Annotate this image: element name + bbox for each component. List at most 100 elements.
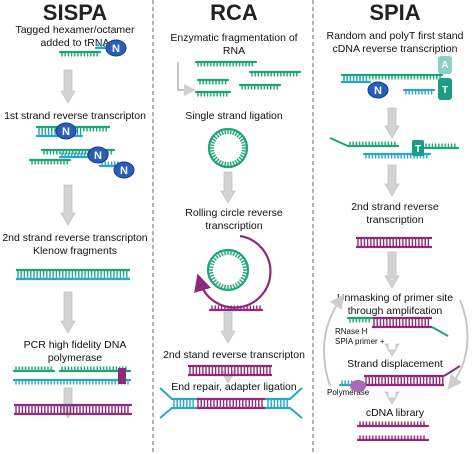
title-rca: RCA (210, 0, 258, 25)
sispa-step-4-line-2: polymerase (47, 351, 103, 364)
sispa-step-1-line-2: added to tRNA (40, 36, 110, 49)
sispa-step-2-line-1: 1st strand reverse transcripton (4, 110, 146, 122)
spia-step-4-line-1: Strand displacement (347, 358, 443, 370)
t-marker-text: T (442, 85, 448, 96)
spia-rna-right (422, 143, 460, 150)
n-marker-text: N (120, 165, 128, 177)
spia-arrow-5 (384, 391, 400, 405)
spia-arrow-1 (384, 107, 400, 139)
spia-library-strand-1 (356, 421, 430, 428)
rolling-circle-product (194, 234, 272, 309)
spia-polyt-a-block (438, 56, 452, 74)
sispa-step-4-label: PCR high fidelity DNA polymerase (0, 339, 150, 364)
sispa-amplicon (14, 403, 132, 416)
spia-step-3-line-2: through amplifcation (347, 304, 443, 317)
rca-step-4-line-1: 2nd stand reverse transcripton (163, 349, 305, 361)
rca-step-1-line-2: RNA (222, 44, 246, 57)
spia-arrow-2 (384, 164, 400, 197)
spia-step-1-label: Random and polyT first stand cDNA revers… (316, 30, 474, 55)
sispa-step-4-line-1: PCR high fidelity DNA (23, 339, 127, 351)
spia-step-3-label: Unmasking of primer site through amplifc… (316, 292, 474, 317)
spia-cycle-arrow-left (323, 294, 345, 387)
sispa-cdna-2 (58, 152, 92, 159)
rca-step-5-label: End repair, adapter ligation (157, 381, 311, 394)
spia-step-2-label: 2nd strand reverse transcription (316, 201, 474, 226)
spia-rna-bend (329, 137, 349, 147)
spia-rna-tail (346, 141, 400, 148)
fragmentation-arrow (177, 62, 196, 96)
rca-fragment-4 (238, 83, 282, 90)
spia-step-2-line-2: transcription (366, 213, 424, 226)
spia-arrow-3 (384, 251, 400, 289)
spia-unmasked-ds (372, 316, 432, 329)
rca-arrow-1 (220, 171, 236, 204)
n-marker-text: N (374, 85, 382, 97)
spia-step-2-line-1: 2nd strand reverse (351, 201, 439, 213)
sispa-rna-3 (28, 158, 72, 165)
polymerase-annotation: Polymerase (327, 388, 370, 397)
sispa-step-1-label: Tagged hexamer/octamer added to tRNA (0, 24, 150, 49)
sispa-ds-cdna (16, 268, 130, 281)
rca-step-4-label: 2nd stand reverse transcripton (157, 349, 311, 362)
polymerase-blob (350, 380, 366, 392)
spia-rna-primer (346, 316, 374, 323)
a-marker-text: A (441, 60, 448, 71)
spia-step-5-label: cDNA library (316, 407, 474, 420)
sispa-step-1-line-1: Tagged hexamer/octamer (15, 24, 135, 36)
rca-adapter-right-top (264, 397, 292, 404)
rca-step-5-line-1: End repair, adapter ligation (171, 381, 297, 393)
rca-fragment-5 (194, 90, 232, 97)
n-marker-text: N (94, 150, 102, 162)
n-marker-text: N (62, 126, 70, 138)
rca-adapter-left-bot (170, 403, 198, 410)
sispa-step-3-line-1: 2nd strand reverse transcripton (2, 232, 148, 244)
rnase-h-annotation: RNase H (335, 327, 368, 336)
rca-circular-rna-1 (207, 127, 249, 169)
spia-step-1-line-1: Random and polyT first stand (326, 30, 464, 42)
rca-step-1-label: Enzymatic fragmentation of RNA (157, 32, 311, 57)
spia-step-1-line-2: cDNA reverse transcription (332, 42, 458, 55)
spia-ds-cdna (356, 236, 432, 249)
rca-adapter-right-bot (264, 403, 292, 410)
spia-arrow-4 (384, 343, 400, 357)
rca-step-3-label: Rolling circle reverse transcription (157, 207, 311, 232)
spia-step-3-line-1: Unmasking of primer site (336, 292, 454, 304)
rca-step-2-line-1: Single strand ligation (185, 110, 283, 122)
rca-circular-rna-2 (206, 248, 250, 292)
sispa-trna-strand (58, 50, 102, 57)
sispa-adapter (118, 368, 126, 384)
spia-polyt-t-block (438, 78, 452, 100)
spia-step-5-line-1: cDNA library (365, 407, 425, 419)
rca-step-3-line-2: transcription (205, 219, 263, 232)
rca-step-3-line-1: Rolling circle reverse (185, 207, 283, 219)
sispa-arrow-1 (60, 69, 76, 104)
spia-cdna-first (402, 88, 436, 95)
spia-t-block-2 (412, 140, 424, 156)
spia-library-strand-2 (356, 435, 430, 442)
rca-arrow-2 (220, 311, 236, 344)
n-marker-2: N (55, 122, 77, 140)
n-marker-3: N (87, 146, 109, 164)
rca-fragment-3 (196, 78, 230, 85)
sispa-step-2-label: 1st strand reverse transcripton (0, 110, 150, 123)
rca-adapter-right-fork (289, 387, 303, 419)
n-marker-text: N (112, 43, 120, 55)
n-marker-4: N (113, 161, 135, 179)
n-marker-1: N (105, 39, 127, 57)
rca-adapter-left-top (170, 397, 198, 404)
rca-fragment-2 (248, 70, 302, 77)
sispa-pcr-strand-c (12, 378, 132, 385)
spia-random-primer (340, 77, 372, 84)
rca-ds-cdna (188, 364, 272, 377)
spia-displacement-ds (364, 374, 444, 387)
rca-ligated-insert (196, 397, 266, 410)
sispa-arrow-3 (60, 291, 76, 334)
sispa-arrow-2 (60, 184, 76, 226)
t-marker-text-2: T (415, 144, 421, 155)
extras: N N N N A T N T (55, 39, 469, 419)
spia-displaced-tail (443, 365, 461, 377)
spia-step-4-label: Strand displacement (316, 358, 474, 371)
sispa-step-3-line-2: Klenow fragments (32, 244, 118, 257)
